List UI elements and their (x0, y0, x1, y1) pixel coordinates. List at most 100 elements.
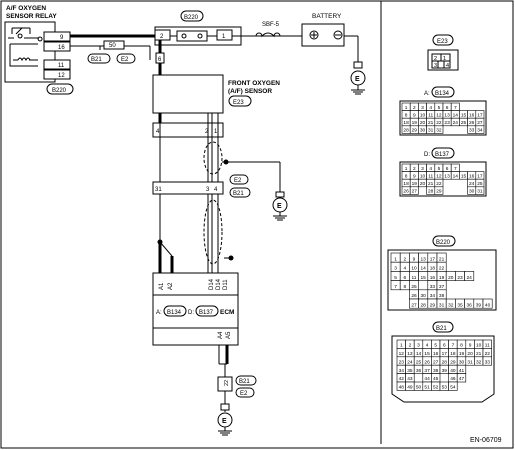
pin-number: 8 (403, 284, 406, 290)
pin-number: 34 (477, 128, 483, 134)
battery-symbol (301, 23, 345, 47)
sbf5-fuse (255, 32, 281, 38)
pin-number: 31 (477, 189, 483, 195)
pin-number: 4 (429, 166, 432, 172)
pin-cell (475, 186, 485, 195)
pin-number: 30 (421, 293, 427, 299)
pin-number: 4 (403, 266, 406, 272)
pin-number: 33 (485, 359, 491, 365)
sensor-title-1: FRONT OXYGEN (228, 80, 280, 87)
ecm-label: ECM (220, 309, 234, 316)
pin-number: 43 (407, 376, 413, 382)
pin-number: 33 (430, 284, 436, 290)
pin-number: 8 (460, 343, 463, 349)
pin-cell (409, 186, 419, 195)
pin-number: 37 (424, 368, 430, 374)
pin-number: 50 (416, 385, 422, 391)
svg-text:B21: B21 (436, 326, 447, 332)
pin-number: 18 (403, 181, 409, 187)
pin-number: 54 (450, 385, 456, 391)
pin-cell (434, 186, 444, 195)
sensor-pin-4: 4 (156, 129, 160, 135)
shield-pin-4: 4 (214, 187, 218, 193)
top-connector-code: B220 (184, 15, 199, 21)
pin-number: 3 (394, 266, 397, 272)
pin-number: 38 (433, 368, 439, 374)
pin-number: 7 (394, 284, 397, 290)
pin-number: 4 (426, 343, 429, 349)
pin-number: 20 (420, 181, 426, 187)
pin-cell (434, 125, 444, 134)
pin-number: 9 (413, 256, 416, 262)
pin-cell (482, 356, 492, 366)
pin-number: 12 (436, 173, 442, 179)
pin-number: 2 (409, 343, 412, 349)
svg-text:A:: A: (424, 91, 430, 97)
pin-number: 12 (436, 112, 442, 118)
pin-cell (456, 373, 467, 383)
pin-number: 23 (399, 359, 405, 365)
pin-number: 13 (444, 173, 450, 179)
pin-number: 10 (420, 112, 426, 118)
pin-label-1: 1 (222, 34, 226, 40)
pin-cell (475, 125, 485, 134)
pin-number: 2 (413, 166, 416, 172)
pin-number: 14 (453, 173, 459, 179)
relay-pin-12: 12 (58, 73, 65, 79)
pin-number: 6 (403, 275, 406, 281)
pin-number: 11 (428, 173, 433, 179)
pin-number: 10 (476, 343, 482, 349)
svg-text:B137: B137 (435, 152, 450, 158)
pin-number: 52 (433, 385, 439, 391)
pin-number: 44 (424, 376, 430, 382)
pin-number: 16 (469, 112, 475, 118)
upper-b21-label: B21 (91, 57, 102, 63)
pin-cell (464, 271, 475, 281)
pin-number: 3 (417, 343, 420, 349)
b220-top-badge (180, 10, 204, 22)
relay-pin-16: 16 (58, 45, 65, 51)
pin-number: 9 (469, 343, 472, 349)
pin-number: 53 (442, 385, 448, 391)
pin-number: 28 (428, 189, 434, 195)
svg-text:B134: B134 (435, 91, 450, 97)
pin-number: 47 (459, 376, 465, 382)
pin-number: 20 (448, 275, 454, 281)
pin-number: 16 (430, 275, 436, 281)
pin-number: 29 (412, 128, 418, 134)
ecm-d-code: B137 (199, 310, 214, 316)
pin-number: 40 (485, 302, 491, 308)
pin-number: 46 (450, 376, 456, 382)
pin-number: 10 (420, 173, 426, 179)
pin-number: 28 (421, 302, 427, 308)
pin-number: 13 (421, 256, 427, 262)
pin-number: 30 (420, 128, 426, 134)
pin-label-6: 6 (158, 57, 162, 63)
pin-cell (482, 298, 493, 309)
pin-number: 29 (436, 189, 442, 195)
pin-number: 11 (485, 343, 490, 349)
shield-e2-label: E2 (234, 178, 242, 184)
pin-number: 21 (428, 181, 434, 187)
pin-number: 2 (403, 256, 406, 262)
pin-number: 22 (436, 120, 442, 126)
relay-title-2: SENSOR RELAY (6, 13, 57, 20)
ground-label-shield: E (277, 203, 282, 210)
pin-number: 26 (403, 189, 409, 195)
pin-label-2: 2 (160, 34, 164, 40)
relay-code: B220 (52, 88, 67, 94)
pin-number: 11 (412, 275, 417, 281)
pin-number: 5 (438, 166, 441, 172)
pin-number: 2 (413, 105, 416, 111)
pin-number: 28 (403, 128, 409, 134)
ecm-a-prefix: A: (156, 310, 162, 316)
pin-number: 22 (439, 266, 445, 272)
pin-number: 29 (430, 302, 436, 308)
diagram-code: EN-06709 (470, 437, 502, 444)
pin-number: 14 (421, 266, 427, 272)
af-oxygen-sensor-relay: A/F OXYGEN SENSOR RELAY 9 16 11 12 B220 (4, 5, 74, 95)
sensor-pin-1: 1 (214, 129, 218, 135)
pin-number: 19 (412, 120, 418, 126)
pin-number: 5 (394, 275, 397, 281)
